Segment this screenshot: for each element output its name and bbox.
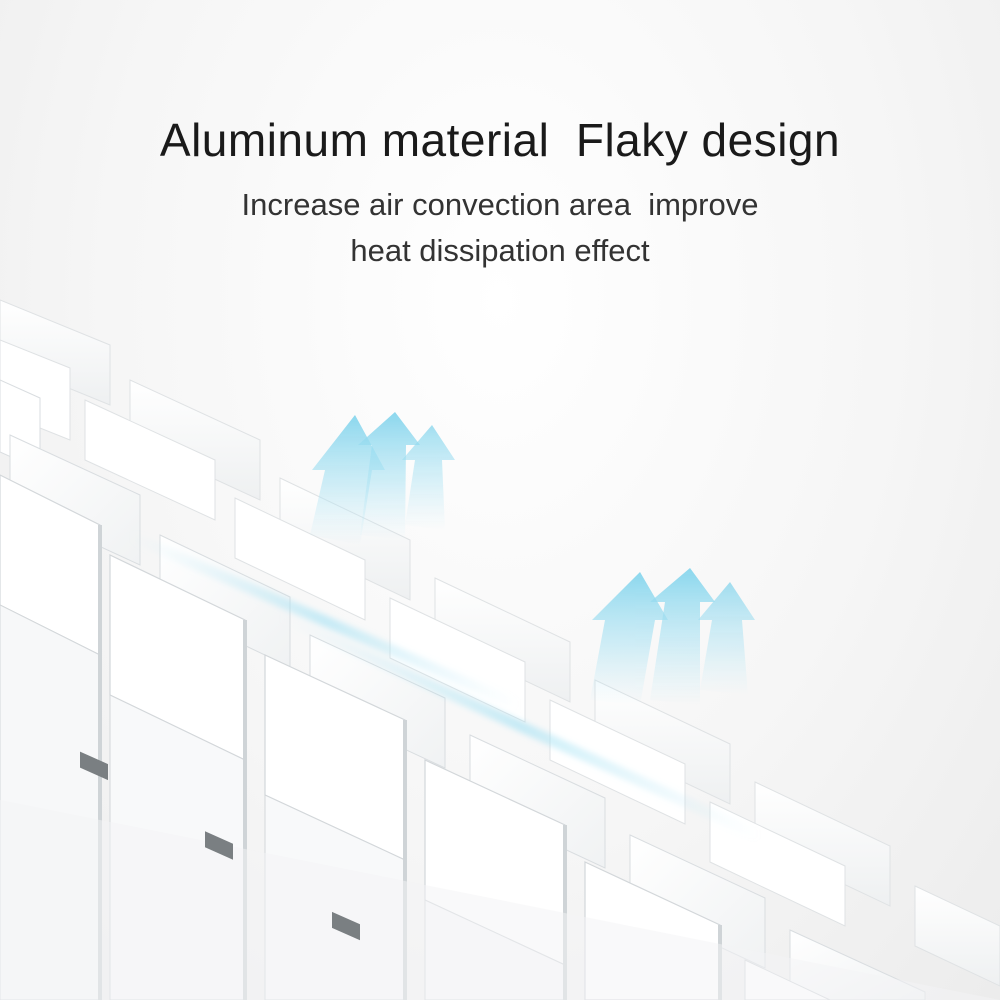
airflow-arrow-icon bbox=[590, 568, 755, 705]
vent-slot bbox=[332, 911, 360, 941]
subtitle-line-2: heat dissipation effect bbox=[350, 233, 650, 268]
subtitle-line-1: Increase air convection area improve bbox=[241, 187, 759, 222]
page-subtitle: Increase air convection area improve hea… bbox=[0, 182, 1000, 274]
heading-block: Aluminum material Flaky design Increase … bbox=[0, 0, 1000, 274]
vent-slot bbox=[205, 831, 233, 860]
airflow-glow bbox=[130, 530, 760, 842]
heatsink-fins-back-row bbox=[0, 299, 1000, 987]
heatsink-fins-front-row bbox=[0, 474, 1000, 1000]
vent-slot bbox=[80, 751, 108, 781]
airflow-arrow-icon bbox=[310, 412, 455, 545]
page-title: Aluminum material Flaky design bbox=[159, 114, 841, 166]
